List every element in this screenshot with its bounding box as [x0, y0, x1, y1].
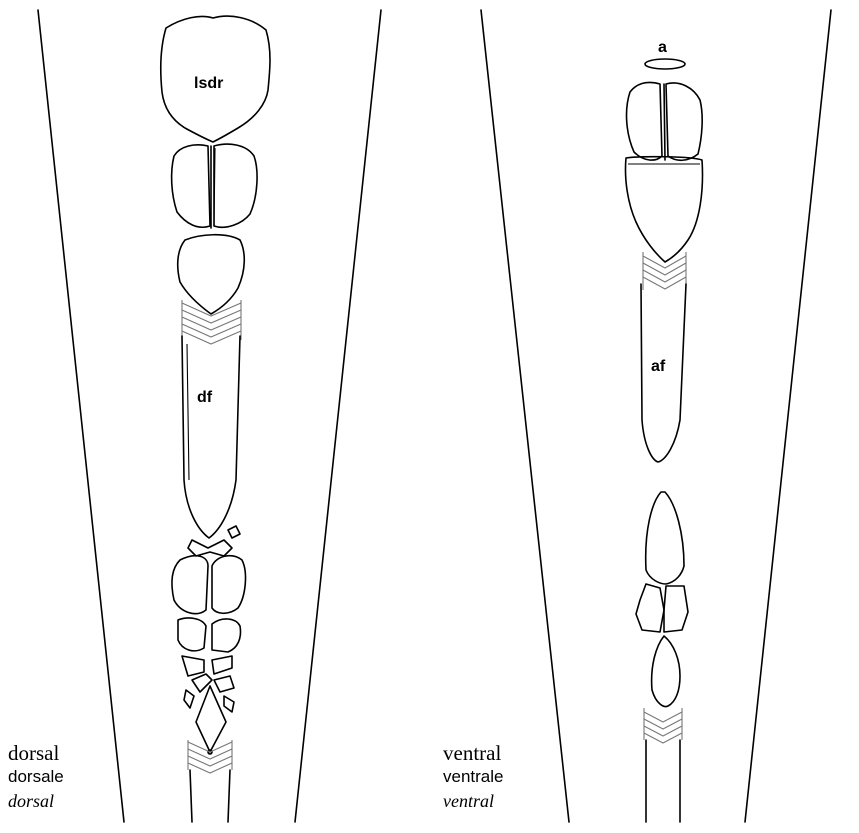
ventral-body-outline-left [481, 10, 569, 822]
dorsal-fin-inner-line [187, 344, 189, 480]
label-df: df [197, 389, 213, 406]
ventral-caption: ventral ventrale ventral [443, 741, 503, 813]
dorsal-body-outline-right [295, 10, 381, 822]
dorsal-caption-italic: dorsal [8, 789, 64, 813]
ventral-pelvic-scale [625, 157, 702, 262]
ventral-body-outline-right [745, 10, 831, 822]
ventral-caption-italic: ventral [443, 789, 503, 813]
dorsal-fin [182, 336, 240, 538]
dorsal-body-outline-left [38, 10, 124, 822]
dorsal-paired-scale-left [172, 145, 210, 227]
ventral-posterior-scale-2 [636, 584, 664, 632]
ventral-caudal-chevrons [644, 708, 682, 743]
label-af: af [651, 358, 666, 375]
dorsal-caudal-chevrons [188, 740, 232, 773]
ventral-posterior-scale-1 [646, 492, 684, 584]
ventral-scale-suture [664, 84, 665, 160]
dorsal-caudal-peduncle-right [228, 770, 230, 822]
ventral-posterior-scale-4 [652, 636, 680, 706]
ventral-anal-chevrons [643, 252, 686, 290]
label-a: a [658, 39, 667, 56]
dorsal-paired-scale-right [214, 144, 257, 227]
dorsal-posterior-scales [172, 526, 245, 754]
dorsal-predorsal-scale [178, 235, 245, 314]
ventral-view: a af [481, 10, 831, 822]
label-lsdr: lsdr [194, 75, 223, 92]
ventral-caption-english: ventral [443, 741, 503, 765]
dorsal-view: lsdr df [38, 10, 381, 822]
dorsal-fin-chevrons [182, 300, 241, 344]
dorsal-caption-french: dorsale [8, 765, 64, 789]
dorsal-caudal-peduncle-left [190, 770, 192, 822]
ventral-anterior-scale [645, 59, 685, 69]
ventral-paired-scale-left [627, 82, 662, 160]
ventral-caption-french: ventrale [443, 765, 503, 789]
dorsal-caption: dorsal dorsale dorsal [8, 741, 64, 813]
ventral-posterior-scale-3 [664, 586, 688, 632]
ventral-paired-scale-right [666, 83, 702, 160]
dorsal-caption-english: dorsal [8, 741, 64, 765]
